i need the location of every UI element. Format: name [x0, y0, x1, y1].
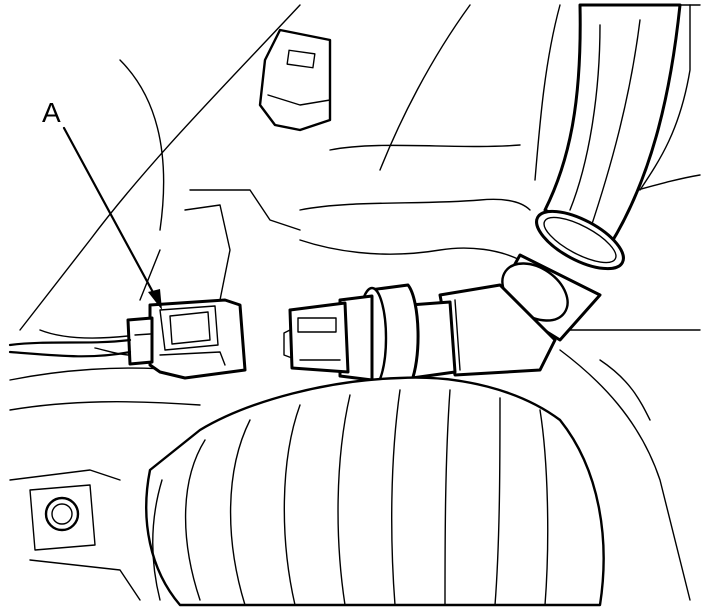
background-structure	[9, 4, 701, 601]
wire-harness	[8, 329, 132, 358]
callout-a: A	[42, 97, 162, 310]
harness-connector	[126, 298, 247, 380]
arrowhead-icon	[148, 289, 162, 310]
bracket	[258, 28, 332, 132]
pressure-switch	[283, 283, 557, 390]
bellows-boot	[145, 376, 605, 607]
callout-label-a: A	[42, 97, 61, 128]
bolt-head	[29, 484, 96, 551]
